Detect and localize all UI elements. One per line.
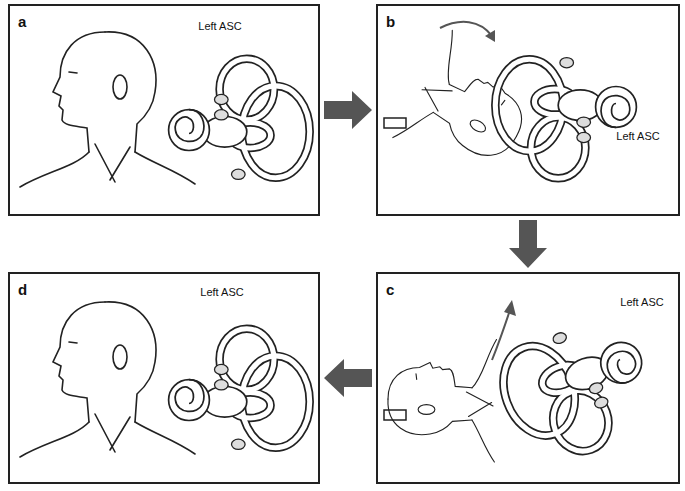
flow-arrow — [324, 91, 372, 129]
table-edge — [384, 410, 406, 420]
motion-arrow — [440, 22, 492, 36]
labyrinth — [495, 58, 636, 179]
labyrinth — [491, 309, 665, 471]
panel-letter: c — [386, 282, 394, 297]
step-panel: cLeft ASC — [376, 272, 680, 484]
canal-label: Left ASC — [200, 286, 244, 299]
motion-arrow — [492, 310, 510, 360]
patient-head — [20, 32, 195, 187]
flow-arrow — [324, 359, 372, 397]
step-panel: a Left ASC — [8, 4, 320, 216]
panel-letter: b — [386, 14, 395, 29]
flow-arrow — [509, 220, 547, 268]
step-panel: d Left ASC — [8, 272, 320, 484]
labyrinth — [169, 59, 310, 180]
motion-arrowhead — [485, 30, 495, 42]
motion-arrowhead — [504, 300, 516, 316]
panel-letter: d — [18, 282, 27, 297]
canal-label: Left ASC — [198, 20, 242, 33]
step-panel: bLeft ASC — [376, 4, 680, 216]
labyrinth — [169, 329, 310, 450]
patient-head — [20, 302, 195, 457]
patient-head — [388, 340, 497, 463]
patient-head — [391, 30, 546, 190]
panel-letter: a — [18, 14, 26, 29]
table-edge — [384, 118, 406, 128]
canal-label: Left ASC — [616, 130, 660, 143]
canal-label: Left ASC — [620, 296, 664, 309]
